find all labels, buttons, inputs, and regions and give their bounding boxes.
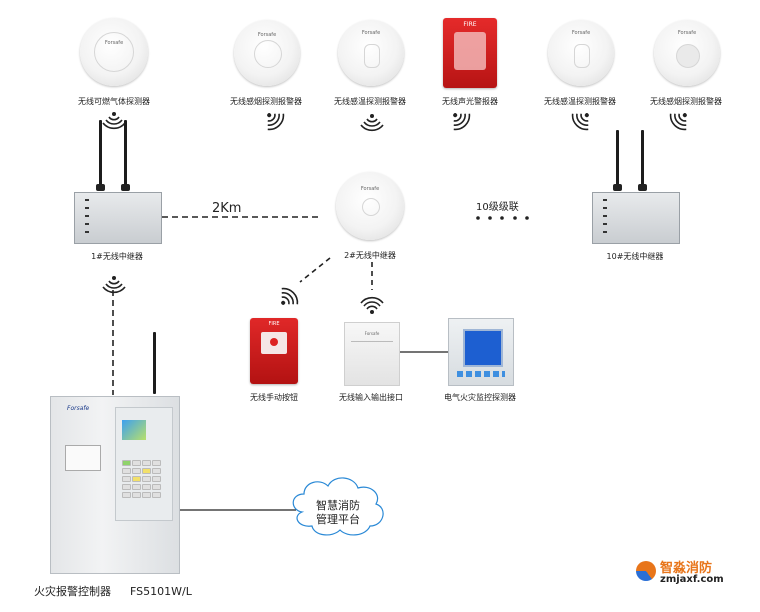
device-label: 无线感烟探测报警器 xyxy=(230,97,302,106)
io-interface: Forsafe xyxy=(344,322,400,386)
device-label: 无线感烟探测报警器 xyxy=(650,97,722,106)
field-device-label: 无线手动按钮 xyxy=(250,393,298,402)
antenna xyxy=(641,130,644,186)
distance-label: 2Km xyxy=(212,201,242,216)
panel-brand: Forsafe xyxy=(67,405,90,412)
dashed-link-button xyxy=(299,257,331,283)
device-label: 无线声光警报器 xyxy=(442,97,498,106)
cascade-dots xyxy=(476,216,529,220)
repeater-label: 2#无线中继器 xyxy=(344,251,396,260)
antenna-base xyxy=(638,184,647,191)
wifi-icon xyxy=(445,105,474,134)
repeater-2: Forsafe xyxy=(336,172,404,240)
device-label: 无线感温探测报警器 xyxy=(544,97,616,106)
button-badge: FIRE xyxy=(268,321,280,327)
repeater-label: 10#无线中继器 xyxy=(606,252,664,261)
manual-call-point: FIRE xyxy=(250,318,298,384)
repeater-label: 1#无线中继器 xyxy=(91,252,143,261)
wifi-icon xyxy=(360,296,384,315)
wifi-icon xyxy=(568,105,597,134)
field-device-label: 无线输入输出接口 xyxy=(339,393,403,402)
repeater-1 xyxy=(74,192,162,244)
panel-name: 火灾报警控制器 xyxy=(34,585,111,598)
panel-model: FS5101W/L xyxy=(130,585,192,598)
wifi-icon xyxy=(666,105,695,134)
smoke-detector: Forsafe xyxy=(234,20,300,86)
panel-label: 火灾报警控制器 FS5101W/L xyxy=(34,583,192,599)
watermark-logo-icon xyxy=(636,561,656,581)
antenna-base xyxy=(613,184,622,191)
antenna xyxy=(99,120,102,186)
wifi-icon xyxy=(259,105,288,134)
fire-alarm-control-panel: Forsafe xyxy=(50,396,180,574)
heat-detector: Forsafe xyxy=(338,20,404,86)
antenna xyxy=(124,120,127,186)
gas-detector: Forsafe xyxy=(80,18,148,86)
antenna xyxy=(616,130,619,186)
heat-detector-2: Forsafe xyxy=(548,20,614,86)
wifi-icon xyxy=(360,113,384,132)
antenna-base xyxy=(96,184,105,191)
panel-screen xyxy=(122,420,146,440)
cloud-label-line2: 管理平台 xyxy=(316,513,360,526)
panel-antenna xyxy=(153,332,156,394)
strobe-siren: FIRE xyxy=(443,18,497,88)
siren-badge: FIRE xyxy=(463,21,477,28)
wifi-icon xyxy=(102,275,126,294)
repeater-10 xyxy=(592,192,680,244)
field-device-label: 电气火灾监控探测器 xyxy=(444,393,516,402)
watermark-name: 智淼消防 xyxy=(660,561,713,576)
cascade-label: 10级级联 xyxy=(476,202,519,213)
device-label: 无线可燃气体探测器 xyxy=(78,97,150,106)
device-label: 无线感温探测报警器 xyxy=(334,97,406,106)
wifi-icon xyxy=(273,284,302,313)
electrical-fire-monitor xyxy=(448,318,514,386)
cloud-shape xyxy=(292,477,384,536)
smoke-detector-2: Forsafe xyxy=(654,20,720,86)
wifi-icon xyxy=(102,111,126,130)
cloud-label-line1: 智慧消防 xyxy=(316,499,360,512)
antenna-base xyxy=(121,184,130,191)
watermark-url: zmjaxf.com xyxy=(660,574,724,585)
